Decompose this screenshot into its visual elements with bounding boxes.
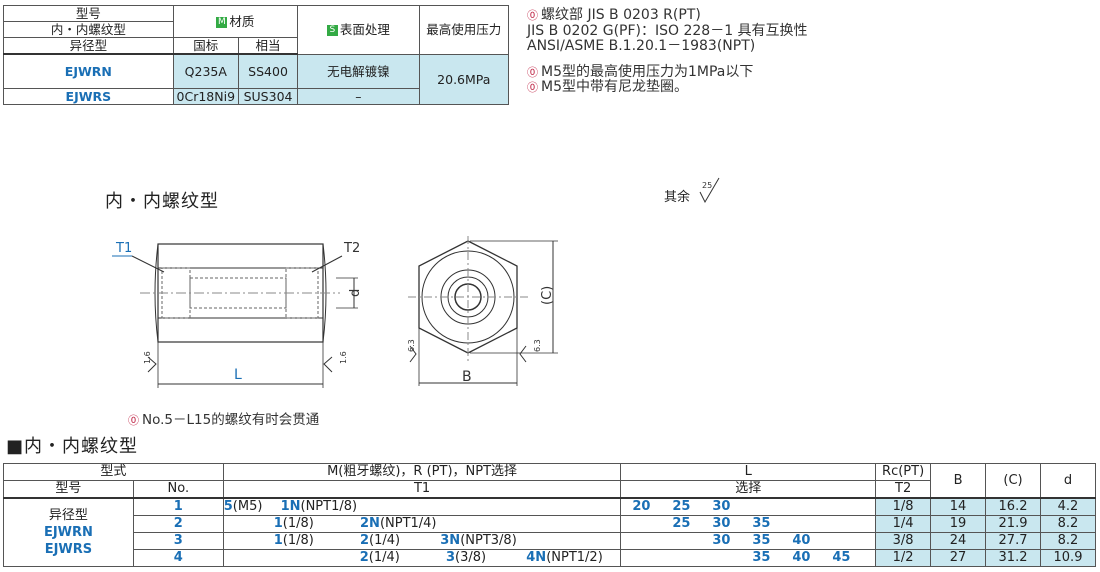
spec-std-1: 0Cr18Ni9 bbox=[172, 87, 239, 105]
note-m5-washer: M5型中带有尼龙垫圈。 bbox=[541, 79, 688, 95]
row-t2: 3/8 bbox=[875, 532, 932, 550]
spec-pressure: 20.6MPa bbox=[418, 53, 510, 105]
roughness-value: 25 bbox=[702, 181, 712, 190]
row-b: 24 bbox=[930, 532, 987, 550]
model-ejwrs: EJWRS bbox=[44, 542, 93, 557]
note-pin-icon: ⓪ bbox=[527, 81, 538, 94]
row-b: 27 bbox=[930, 549, 987, 567]
row-t1: 5(M5) 1N(NPT1/8) bbox=[222, 497, 622, 516]
side-view-drawing: T1 T2 d L 1.6 1.6 bbox=[112, 241, 363, 388]
h-m: M(粗牙螺纹)，R (PT)，NPT选择 bbox=[222, 463, 622, 481]
h-no: No. bbox=[132, 480, 224, 499]
roughness-end-left: 6.3 bbox=[407, 339, 416, 352]
row-c: 21.9 bbox=[985, 515, 1041, 533]
h-type: 型式 bbox=[3, 463, 224, 481]
row-t2: 1/8 bbox=[875, 497, 932, 516]
section-title: ■内・内螺纹型 bbox=[6, 436, 139, 457]
roughness-symbol-icon: 25 bbox=[699, 177, 720, 204]
row-d: 4.2 bbox=[1039, 497, 1097, 516]
surface-badge-icon: S bbox=[326, 25, 338, 37]
end-view-drawing: (C) B 6.3 6.3 bbox=[407, 236, 558, 386]
note-thread-2: JIS B 0202 G(PF)：ISO 228－1 具有互换性 bbox=[527, 22, 808, 39]
h-t2: T2 bbox=[875, 480, 932, 499]
row-b: 14 bbox=[930, 497, 987, 516]
header-reducer: 异径型 bbox=[3, 37, 174, 55]
model-cell: 异径型 EJWRN EJWRS bbox=[3, 497, 134, 567]
row-no: 3 bbox=[132, 532, 224, 550]
other-roughness-label: 其余 bbox=[664, 190, 691, 205]
row-t2: 1/2 bbox=[875, 549, 932, 567]
drawing-title: 内・内螺纹型 bbox=[105, 191, 219, 212]
d-label: d bbox=[348, 289, 363, 297]
header-std: 国标 bbox=[172, 37, 239, 55]
header-pressure: 最高使用压力 bbox=[418, 5, 510, 55]
l-label: L bbox=[234, 367, 242, 383]
model-ejwrn: EJWRN bbox=[43, 525, 93, 540]
row-d: 8.2 bbox=[1039, 532, 1097, 550]
note-pin-icon: ⓪ bbox=[128, 414, 139, 427]
spec-model-1: EJWRS bbox=[3, 87, 174, 105]
dimension-table: 型式 M(粗牙螺纹)，R (PT)，NPT选择 L Rc(PT) B (C) d… bbox=[3, 463, 1097, 567]
b-label: B bbox=[462, 369, 472, 385]
t1-label: T1 bbox=[115, 241, 132, 256]
row-c: 27.7 bbox=[985, 532, 1041, 550]
h-c: (C) bbox=[985, 463, 1041, 499]
row-d: 8.2 bbox=[1039, 515, 1097, 533]
roughness-left: 1.6 bbox=[143, 351, 152, 364]
row-t1: 1(1/8) 2(1/4) 3N(NPT3/8) bbox=[222, 532, 622, 550]
row-c: 16.2 bbox=[985, 497, 1041, 516]
roughness-right: 1.6 bbox=[339, 351, 348, 364]
t2-label: T2 bbox=[343, 241, 360, 256]
row-t1: 1(1/8) 2N(NPT1/4) bbox=[222, 515, 622, 533]
header-model: 型号 bbox=[3, 5, 174, 22]
row-t2: 1/4 bbox=[875, 515, 932, 533]
row-no: 1 bbox=[132, 497, 224, 516]
spec-equiv-0: SS400 bbox=[237, 53, 299, 89]
roughness-end-right: 6.3 bbox=[533, 339, 542, 352]
spec-equiv-1: SUS304 bbox=[237, 87, 299, 105]
spec-std-0: Q235A bbox=[172, 53, 239, 89]
h-model: 型号 bbox=[3, 480, 134, 499]
h-select: 选择 bbox=[620, 480, 877, 499]
spec-model-0: EJWRN bbox=[3, 53, 174, 89]
row-c: 31.2 bbox=[985, 549, 1041, 567]
h-l: L bbox=[620, 463, 877, 481]
h-t1: T1 bbox=[222, 480, 622, 499]
note-pin-icon: ⓪ bbox=[527, 65, 538, 79]
row-no: 4 bbox=[132, 549, 224, 567]
material-badge-icon: M bbox=[216, 17, 228, 28]
note-m5-pressure: M5型的最高使用压力为1MPa以下 bbox=[541, 63, 754, 80]
header-inner: 内・内螺纹型 bbox=[3, 21, 174, 38]
c-label: (C) bbox=[540, 286, 555, 305]
note-thread-3: ANSI/ASME B.1.20.1－1983(NPT) bbox=[527, 38, 756, 54]
spec-surface-0: 无电解镀镍 bbox=[297, 53, 420, 89]
h-rc: Rc(PT) bbox=[875, 463, 932, 481]
row-d: 10.9 bbox=[1039, 549, 1097, 567]
note-thread-1: 螺纹部 JIS B 0203 R(PT) bbox=[541, 7, 701, 23]
row-no: 2 bbox=[132, 515, 224, 533]
note-pin-icon: ⓪ bbox=[527, 9, 538, 22]
model-reducer: 异径型 bbox=[48, 508, 88, 523]
h-d: d bbox=[1039, 463, 1097, 499]
header-equiv: 相当 bbox=[237, 37, 299, 55]
row-b: 19 bbox=[930, 515, 987, 533]
h-b: B bbox=[930, 463, 987, 499]
spec-surface-1: – bbox=[297, 87, 420, 105]
row-t1: 2(1/4) 3(3/8) 4N(NPT1/2) bbox=[222, 549, 622, 567]
